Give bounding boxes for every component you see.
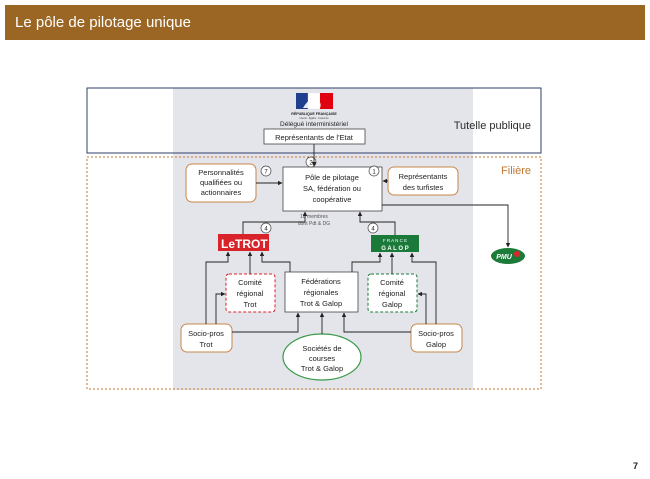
svg-text:Le: Le	[221, 237, 235, 251]
socio-galop-box	[410, 323, 463, 353]
pole-box	[282, 166, 383, 212]
france-galop-logo: F R A N C E G A L O P	[371, 235, 419, 252]
comite-trot-box	[225, 273, 276, 313]
connectors	[205, 144, 511, 334]
personnalites-line-1: Personnalités	[198, 168, 244, 177]
socio-trot-line-2: Trot	[199, 340, 213, 349]
svg-text:7: 7	[264, 170, 268, 176]
title-bar: Le pôle de pilotage unique	[5, 5, 645, 40]
pole-line-3: coopérative	[313, 195, 352, 204]
badge-4-trot: 4	[260, 222, 272, 234]
comite-trot-line-3: Trot	[243, 300, 257, 309]
delegue-label: Délégué interministériel	[280, 121, 348, 128]
membres-line-1: 18 membres	[300, 214, 328, 220]
svg-text:F R A N C E: F R A N C E	[383, 238, 407, 243]
filiere-label: Filière	[501, 165, 531, 177]
socio-galop-line-2: Galop	[426, 340, 446, 349]
etat-box	[263, 128, 366, 145]
federations-line-1: Fédérations	[301, 277, 341, 286]
societes-line-1: Sociétés de	[302, 344, 341, 353]
tutelle-label: Tutelle publique	[454, 120, 531, 132]
societes-line-3: Trot & Galop	[301, 364, 343, 373]
badge-1: 1	[368, 165, 380, 177]
etat-label: Représentants de l'Etat	[275, 133, 354, 142]
membres-line-2: dont Pdt & DG	[298, 221, 330, 227]
comite-galop-line-2: régional	[379, 289, 406, 298]
socio-galop-line-1: Socio-pros	[418, 329, 454, 338]
federations-line-2: régionales	[304, 288, 339, 297]
badge-4-galop: 4	[367, 222, 379, 234]
badge-7: 7	[260, 165, 272, 177]
svg-text:PMU: PMU	[496, 254, 513, 261]
svg-text:1: 1	[372, 170, 376, 176]
svg-text:4: 4	[264, 227, 268, 233]
letrot-logo: Le TROT	[218, 234, 269, 251]
badge-2: 2	[305, 156, 317, 168]
personnalites-line-3: actionnaires	[201, 188, 242, 197]
comite-trot-line-1: Comité	[238, 278, 262, 287]
svg-text:TROT: TROT	[235, 237, 268, 251]
slide-title: Le pôle de pilotage unique	[15, 14, 191, 31]
svg-text:2: 2	[309, 161, 313, 167]
turfistes-line-2: des turfistes	[403, 183, 444, 192]
personnalites-line-2: qualifiées ou	[200, 178, 242, 187]
socio-trot-box	[180, 323, 233, 353]
svg-text:G A L O P: G A L O P	[381, 246, 408, 252]
federations-line-3: Trot & Galop	[300, 299, 342, 308]
filiere-region	[86, 156, 542, 390]
comite-galop-box	[367, 273, 418, 313]
federations-box	[284, 271, 359, 313]
republique-francaise-logo: RÉPUBLIQUE FRANÇAISE Liberté · Égalité ·…	[291, 92, 337, 120]
republique-motto: Liberté · Égalité · Fraternité	[299, 117, 329, 120]
republique-label: RÉPUBLIQUE FRANÇAISE	[291, 111, 337, 116]
comite-galop-line-3: Galop	[382, 300, 402, 309]
pole-line-2: SA, fédération ou	[303, 184, 361, 193]
svg-text:4: 4	[371, 227, 375, 233]
page-number: 7	[633, 461, 639, 471]
comite-trot-line-2: régional	[237, 289, 264, 298]
pole-line-1: Pôle de pilotage	[305, 173, 359, 182]
societes-line-2: courses	[309, 354, 336, 363]
pmu-logo: PMU	[491, 248, 525, 264]
turfistes-line-1: Représentants	[399, 172, 448, 181]
socio-trot-line-1: Socio-pros	[188, 329, 224, 338]
comite-galop-line-1: Comité	[380, 278, 404, 287]
